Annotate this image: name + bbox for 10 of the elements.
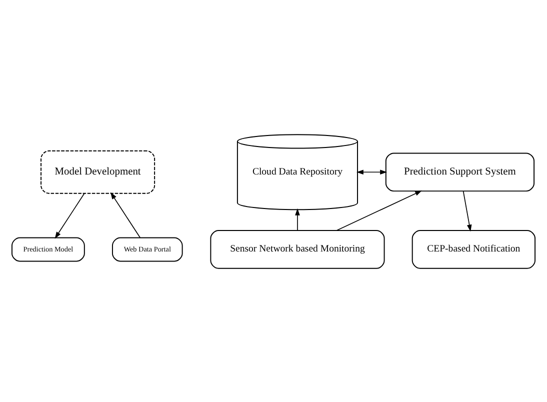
arrow: [110, 192, 141, 238]
node-box: Sensor Network based Monitoring: [210, 230, 385, 268]
arrow: [356, 169, 388, 174]
node-box: Prediction Support System: [385, 152, 535, 192]
arrow: [336, 190, 422, 230]
node-box: Model Development: [40, 150, 156, 194]
arrow: [54, 192, 85, 238]
node-box: CEP-based Notification: [412, 230, 536, 268]
arrow: [295, 208, 300, 230]
arrow: [462, 190, 472, 232]
